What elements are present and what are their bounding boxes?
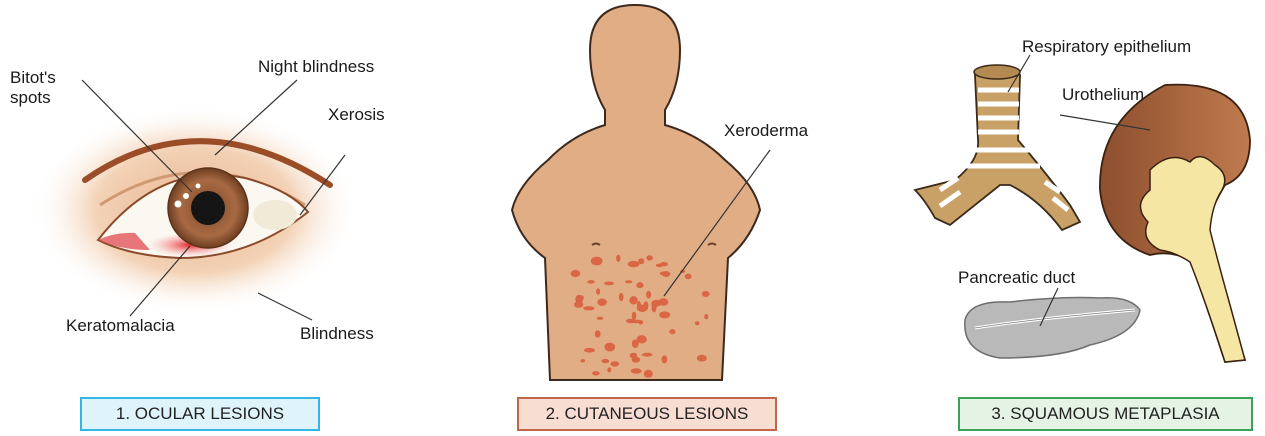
skin-lesion (629, 296, 637, 304)
squamous-metaplasia-caption: 3. SQUAMOUS METAPLASIA (958, 397, 1253, 431)
skin-lesion (575, 295, 583, 304)
skin-lesion (637, 335, 647, 343)
skin-lesion (632, 357, 641, 363)
xerosis-label: Xerosis (328, 105, 385, 125)
skin-lesion (697, 355, 707, 362)
skin-lesion (604, 282, 614, 286)
skin-lesion (695, 321, 700, 325)
xeroderma-label: Xeroderma (724, 121, 808, 141)
skin-lesion (669, 329, 675, 334)
skin-lesion (685, 274, 692, 280)
keratomalacia-label: Keratomalacia (66, 316, 175, 336)
skin-lesion (587, 280, 595, 284)
skin-lesion (625, 280, 632, 283)
skin-lesion (604, 343, 615, 352)
skin-lesion (616, 255, 620, 262)
skin-lesion (596, 288, 600, 295)
skin-lesion (581, 359, 586, 362)
skin-lesion (642, 353, 653, 357)
pancreas-illustration (965, 288, 1140, 358)
bitots-spots-label: Bitot's spots (10, 68, 56, 108)
night-blindness-label: Night blindness (258, 57, 374, 77)
skin-lesion (660, 272, 669, 276)
skin-lesion (636, 282, 643, 288)
skin-lesion (652, 303, 657, 312)
skin-lesion (628, 261, 640, 267)
skin-lesion (659, 311, 670, 318)
skin-lesion (584, 348, 595, 353)
skin-lesion (631, 368, 642, 373)
skin-lesion (591, 257, 603, 266)
torso-illustration (512, 5, 770, 380)
skin-lesion (595, 330, 601, 337)
skin-lesion (630, 320, 641, 324)
skin-lesion (583, 306, 595, 310)
skin-lesion (602, 359, 610, 363)
skin-lesion (656, 264, 663, 268)
skin-lesion (658, 298, 668, 306)
skin-lesion (592, 371, 600, 375)
skin-lesion (702, 291, 710, 297)
cutaneous-lesions-caption: 2. CUTANEOUS LESIONS (517, 397, 777, 431)
skin-lesion (644, 370, 653, 378)
eye-illustration (30, 80, 360, 320)
skin-lesion (662, 355, 668, 363)
skin-lesion (597, 299, 606, 306)
skin-lesion (704, 314, 708, 319)
urothelium-label: Urothelium (1062, 85, 1144, 105)
skin-lesion (619, 293, 624, 302)
respiratory-epithelium-label: Respiratory epithelium (1022, 37, 1191, 57)
skin-lesion (597, 317, 604, 320)
skin-lesion (607, 367, 611, 372)
skin-lesion (646, 291, 651, 299)
skin-lesion (571, 270, 581, 277)
skin-lesion (632, 312, 637, 320)
blindness-label: Blindness (300, 324, 374, 344)
skin-lesion (593, 258, 598, 261)
trachea-bronchi-illustration (915, 55, 1080, 230)
pancreatic-duct-label: Pancreatic duct (958, 268, 1075, 288)
skin-lesion (637, 305, 648, 312)
skin-lesion (646, 255, 653, 260)
ocular-lesions-caption: 1. OCULAR LESIONS (80, 397, 320, 431)
skin-lesion (610, 361, 619, 366)
